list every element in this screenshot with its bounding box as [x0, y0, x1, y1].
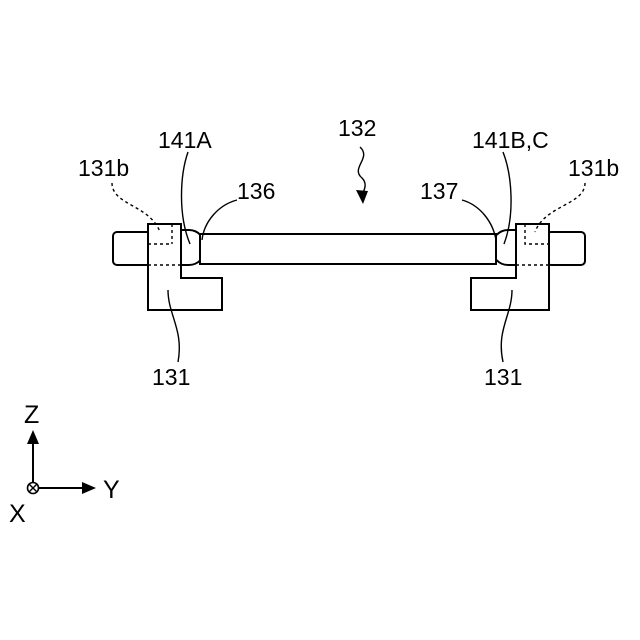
x-axis-into-page-icon	[28, 483, 39, 494]
label-131b-left: 131b	[78, 155, 129, 181]
left-shaft-stub	[113, 232, 151, 265]
label-132: 132	[338, 115, 376, 141]
label-131-right: 131	[484, 364, 522, 390]
label-141A: 141A	[158, 127, 212, 153]
label-131b-right: 131b	[568, 155, 619, 181]
label-131-left: 131	[152, 364, 190, 390]
label-137: 137	[420, 178, 458, 204]
axis-label-x: X	[9, 500, 26, 528]
arrow-head-132	[356, 190, 368, 204]
right-shaft-stub	[547, 232, 585, 265]
center-member-132	[200, 234, 496, 264]
y-axis-arrowhead	[82, 482, 96, 494]
label-141BC: 141B,C	[472, 127, 549, 153]
axis-label-y: Y	[103, 476, 120, 504]
z-axis-arrowhead	[27, 430, 39, 444]
label-136: 136	[237, 178, 275, 204]
axis-label-z: Z	[24, 401, 39, 429]
